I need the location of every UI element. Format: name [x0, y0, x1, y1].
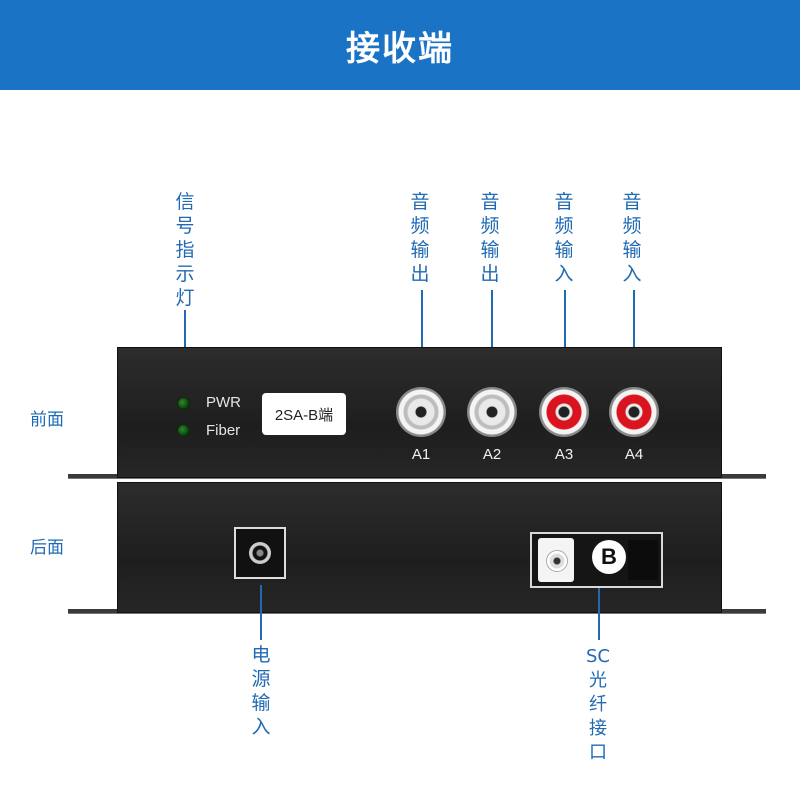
leader-line-a4 — [633, 290, 635, 390]
callout-audio-out-2: 音频输出 — [480, 191, 500, 285]
page-title: 接收端 — [346, 28, 454, 69]
pwr-led-icon — [177, 397, 190, 410]
dc-jack-pin-icon — [249, 542, 271, 564]
sc-connector-housing — [538, 538, 574, 582]
sc-port-slot — [628, 540, 658, 580]
sc-port-badge: B — [592, 540, 626, 574]
callout-power-input: 电源输入 — [251, 644, 271, 738]
leader-line-a1 — [421, 290, 423, 390]
model-label: 2SA-B端 — [262, 393, 346, 435]
pwr-label: PWR — [206, 394, 241, 411]
rca-a4-jack-icon — [609, 387, 659, 437]
sc-fiber-port-icon: B — [530, 532, 663, 588]
port-label-a4: A4 — [624, 446, 644, 463]
port-label-a3: A3 — [554, 446, 574, 463]
callout-signal-indicator: 信号指示灯 — [175, 191, 195, 309]
sc-ferrule-icon — [546, 550, 568, 572]
front-view-label: 前面 — [30, 410, 64, 430]
rca-a1-jack-icon — [396, 387, 446, 437]
callout-audio-in-3: 音频输入 — [554, 191, 574, 285]
port-label-a2: A2 — [482, 446, 502, 463]
fiber-led-icon — [177, 424, 190, 437]
leader-line-power — [260, 585, 262, 640]
dc-power-jack-icon — [234, 527, 286, 579]
model-text: 2SA-B端 — [274, 406, 334, 424]
leader-line-a2 — [491, 290, 493, 390]
callout-sc-interface: SC光纤接口 — [586, 646, 610, 763]
leader-line-sc — [598, 588, 600, 640]
port-label-a1: A1 — [411, 446, 431, 463]
leader-line-a3 — [564, 290, 566, 390]
rca-a2-jack-icon — [467, 387, 517, 437]
back-view-label: 后面 — [30, 538, 64, 558]
header-banner: 接收端 — [0, 0, 800, 90]
fiber-label: Fiber — [206, 422, 241, 439]
rca-a3-jack-icon — [539, 387, 589, 437]
callout-audio-in-4: 音频输入 — [622, 191, 642, 285]
callout-audio-out-1: 音频输出 — [410, 191, 430, 285]
